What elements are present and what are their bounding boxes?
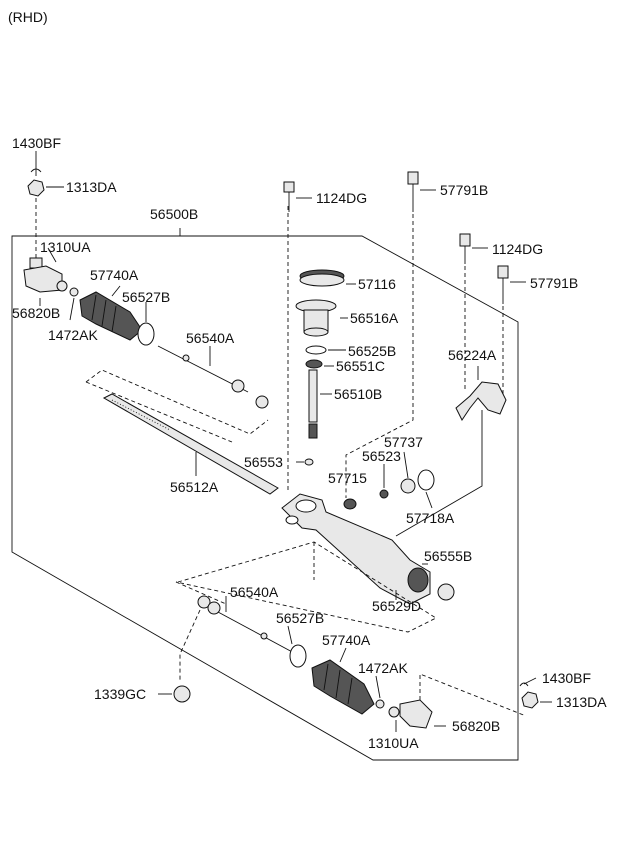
- label-56820B-top: 56820B: [12, 305, 60, 321]
- bolt-1124DG-right-group: [459, 233, 488, 390]
- clip-bottom-icon: [375, 699, 385, 709]
- label-56529D: 56529D: [372, 598, 421, 614]
- label-56523: 56523: [362, 448, 401, 464]
- pinion-group: [283, 181, 356, 492]
- label-57791B-mid: 57791B: [440, 182, 488, 198]
- tie-rod-end-bottom-icon: [399, 699, 433, 729]
- label-1310UA-bottom: 1310UA: [368, 735, 419, 751]
- label-56553: 56553: [244, 454, 283, 470]
- bolt-57791B-mid-group: [345, 171, 436, 498]
- label-57737: 57737: [384, 434, 423, 450]
- label-57715: 57715: [328, 470, 367, 486]
- rack-end-top-icon: [255, 395, 269, 409]
- rack-bar-group: [102, 393, 279, 495]
- boot-bottom-group: [311, 647, 375, 715]
- inner-tie-rod-bottom-group: [179, 595, 307, 682]
- yoke-57715-icon: [343, 498, 357, 510]
- lock-nut-bottom-icon: [388, 706, 400, 718]
- grommet-1339GC-group: [158, 685, 191, 703]
- rhd-label: (RHD): [8, 9, 48, 25]
- label-56525B: 56525B: [348, 343, 396, 359]
- castle-nut-top-icon: [27, 179, 45, 197]
- rack-boot-top-icon: [79, 291, 143, 341]
- label-56820B-bottom: 56820B: [452, 718, 500, 734]
- label-1472AK-bottom: 1472AK: [358, 660, 408, 676]
- label-57718A: 57718A: [406, 510, 455, 526]
- inner-tie-rod-top-group: [85, 345, 269, 443]
- label-56551C: 56551C: [336, 358, 385, 374]
- label-56500B: 56500B: [150, 206, 198, 222]
- tie-rod-end-bottom-group: [375, 673, 552, 732]
- label-56527B-bottom: 56527B: [276, 610, 324, 626]
- inner-ball-joint-bottom-icon: [207, 601, 221, 615]
- pinion-shaft-56510B-icon: [308, 369, 318, 423]
- label-56540A-top: 56540A: [186, 330, 235, 346]
- rack-bar-icon: [102, 393, 279, 495]
- label-56527B-top: 56527B: [122, 289, 170, 305]
- cotter-pin-bottom-icon: [519, 682, 529, 687]
- label-56510B: 56510B: [334, 386, 382, 402]
- cotter-pin-top-icon: [30, 168, 42, 173]
- tie-rod-end-stud-icon: [29, 257, 43, 269]
- gear-housing-icon: [281, 493, 431, 605]
- label-1430BF-top: 1430BF: [12, 135, 61, 151]
- castle-nut-bottom-icon: [521, 691, 539, 709]
- label-1124DG-mid: 1124DG: [316, 190, 367, 206]
- boot-band-bottom-icon: [289, 644, 307, 668]
- label-56555B: 56555B: [424, 548, 472, 564]
- clip-top-icon: [69, 287, 79, 297]
- label-1313DA-bottom: 1313DA: [556, 694, 607, 710]
- boot-band-top-icon: [137, 322, 155, 346]
- cap-57718A-icon: [417, 469, 435, 491]
- label-1124DG-right: 1124DG: [492, 241, 543, 257]
- rack-boot-bottom-icon: [311, 659, 375, 715]
- label-1430BF-bottom: 1430BF: [542, 670, 591, 686]
- label-57740A-bottom: 57740A: [322, 632, 371, 648]
- rack-end-bottom-icon: [197, 595, 211, 609]
- grommet-1339GC-icon: [173, 685, 191, 703]
- tie-rod-end-top-group: [23, 151, 79, 321]
- mounting-clamp-56224A-icon: [455, 381, 507, 421]
- label-1339GC: 1339GC: [94, 686, 146, 702]
- label-57740A-top: 57740A: [90, 267, 139, 283]
- bushing-56555B-icon: [437, 583, 455, 601]
- bearing-56551C-icon: [305, 359, 323, 369]
- boot-top-group: [79, 285, 155, 346]
- bolt-1124DG-mid-head-icon: [283, 181, 295, 193]
- snap-ring-56525B-icon: [305, 345, 327, 355]
- lock-nut-top-icon: [56, 280, 68, 292]
- label-1472AK-top: 1472AK: [48, 327, 98, 343]
- label-56516A: 56516A: [350, 310, 399, 326]
- bolt-57791B-right-group: [497, 265, 526, 396]
- nut-56523-icon: [379, 489, 389, 499]
- tie-rod-end-top-icon: [23, 265, 63, 293]
- mounting-clamp-group: [395, 366, 507, 537]
- label-56540A-bottom: 56540A: [230, 584, 279, 600]
- plug-56553-icon: [304, 458, 314, 466]
- inner-ball-joint-top-icon: [231, 379, 245, 393]
- label-56224A: 56224A: [448, 347, 497, 363]
- label-57791B-right: 57791B: [530, 275, 578, 291]
- label-57116: 57116: [358, 276, 396, 292]
- assembly-frame: [11, 228, 519, 761]
- gear-housing-group: [281, 451, 455, 605]
- label-1310UA-top: 1310UA: [40, 239, 91, 255]
- label-56512A: 56512A: [170, 479, 219, 495]
- label-1313DA-top: 1313DA: [66, 179, 117, 195]
- spring-57737-icon: [400, 478, 416, 494]
